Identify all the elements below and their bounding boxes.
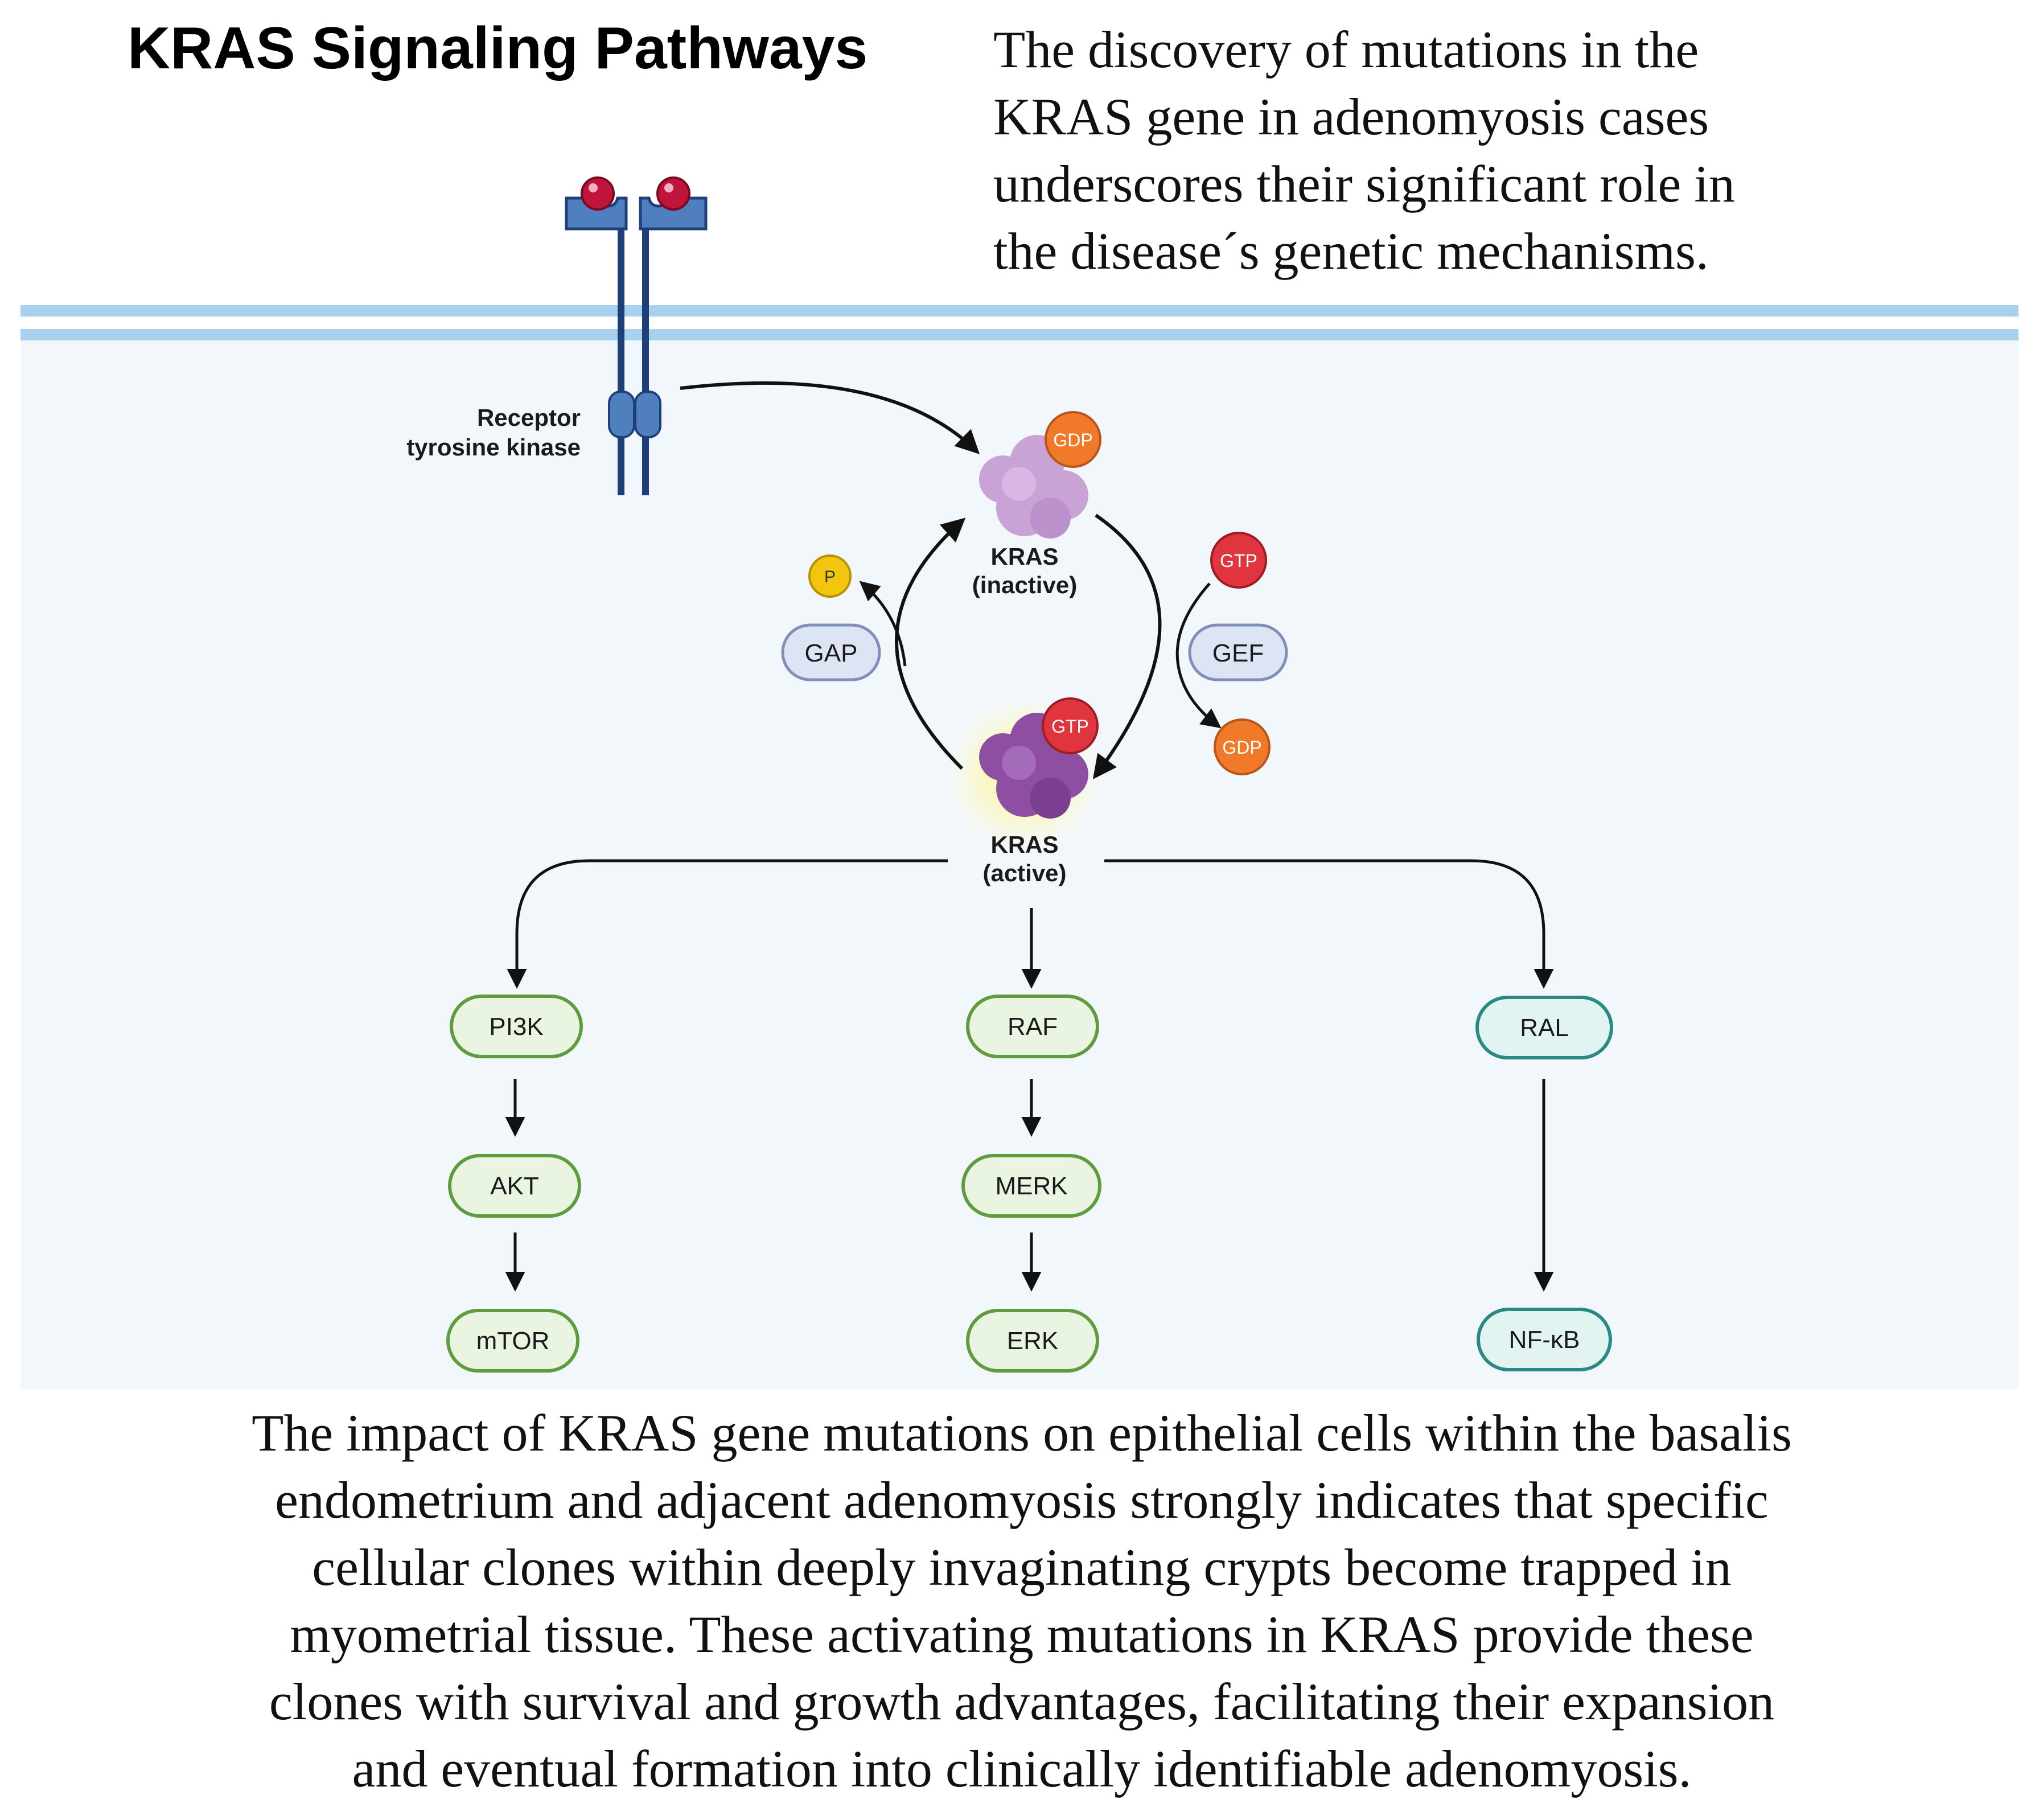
gef-regulator: GEF [1188,623,1288,681]
svg-text:PI3K: PI3K [489,1013,543,1041]
gef-gdp-badge: GDP [1214,718,1271,775]
gtp-input-curve [1175,582,1211,667]
svg-text:GDP: GDP [1222,737,1261,758]
intro-line: the disease´s genetic mechanisms. [993,222,1709,280]
ligand [656,176,690,211]
svg-text:GAP: GAP [805,639,858,667]
intro-paragraph: The discovery of mutations in the KRAS g… [993,20,1735,280]
node-merk: MERK [961,1154,1101,1218]
receptor-label: Receptor [477,404,581,431]
branch-arrow-ral [1104,859,1554,989]
node-nfkb: NF-κB [1477,1308,1612,1371]
gdp-release-arrow [1177,665,1222,729]
ligand [581,176,615,211]
svg-text:GTP: GTP [1051,716,1089,737]
svg-text:ERK: ERK [1007,1327,1058,1355]
conclusion-line: endometrium and adjacent adenomyosis str… [275,1471,1769,1529]
phosphate-badge: P [808,554,852,598]
gef-cycle-arrow [1092,513,1162,779]
conclusion-line: The impact of KRAS gene mutations on epi… [252,1404,1792,1462]
node-raf: RAF [966,995,1099,1058]
intro-line: The discovery of mutations in the [993,20,1699,79]
node-erk: ERK [966,1309,1099,1373]
gap-regulator: GAP [781,623,881,681]
node-mtor: mTOR [446,1309,579,1373]
receptor-label: tyrosine kinase [406,434,581,461]
kras-active-state: (active) [982,860,1066,886]
svg-text:GTP: GTP [1220,550,1257,571]
phosphate-release-arrow [859,581,907,667]
svg-text:P: P [824,568,836,586]
gap-cycle-arrow [895,517,966,770]
svg-text:AKT: AKT [490,1172,539,1200]
conclusion-paragraph: The impact of KRAS gene mutations on epi… [252,1404,1792,1798]
branch-arrow-pi3k [507,859,948,989]
conclusion-line: cellular clones within deeply invaginati… [312,1538,1731,1596]
svg-text:RAL: RAL [1520,1014,1569,1042]
svg-text:GEF: GEF [1212,639,1264,667]
svg-text:GDP: GDP [1053,430,1092,450]
svg-text:RAF: RAF [1008,1013,1058,1041]
conclusion-line: clones with survival and growth advantag… [269,1673,1774,1731]
svg-text:NF-κB: NF-κB [1509,1326,1580,1354]
activation-arrow [680,381,980,454]
gdp-badge: GDP [1045,411,1101,468]
conclusion-line: myometrial tissue. These activating muta… [290,1605,1753,1663]
kras-inactive-state: (inactive) [972,572,1077,598]
gef-gtp-badge: GTP [1210,532,1267,589]
svg-text:MERK: MERK [995,1172,1067,1200]
node-pi3k: PI3K [450,995,583,1058]
cell-membrane [20,305,2018,340]
intro-line: underscores their significant role in [993,155,1735,213]
kras-inactive-name: KRAS [990,543,1058,570]
svg-text:mTOR: mTOR [476,1327,550,1355]
page-title: KRAS Signaling Pathways [128,15,868,81]
node-akt: AKT [448,1154,581,1218]
receptor-tyrosine-kinase [565,176,708,495]
gtp-badge: GTP [1042,697,1099,754]
kras-active-name: KRAS [990,831,1058,858]
node-ral: RAL [1475,996,1613,1059]
conclusion-line: and eventual formation into clinically i… [352,1740,1691,1798]
intro-line: KRAS gene in adenomyosis cases [993,88,1709,146]
